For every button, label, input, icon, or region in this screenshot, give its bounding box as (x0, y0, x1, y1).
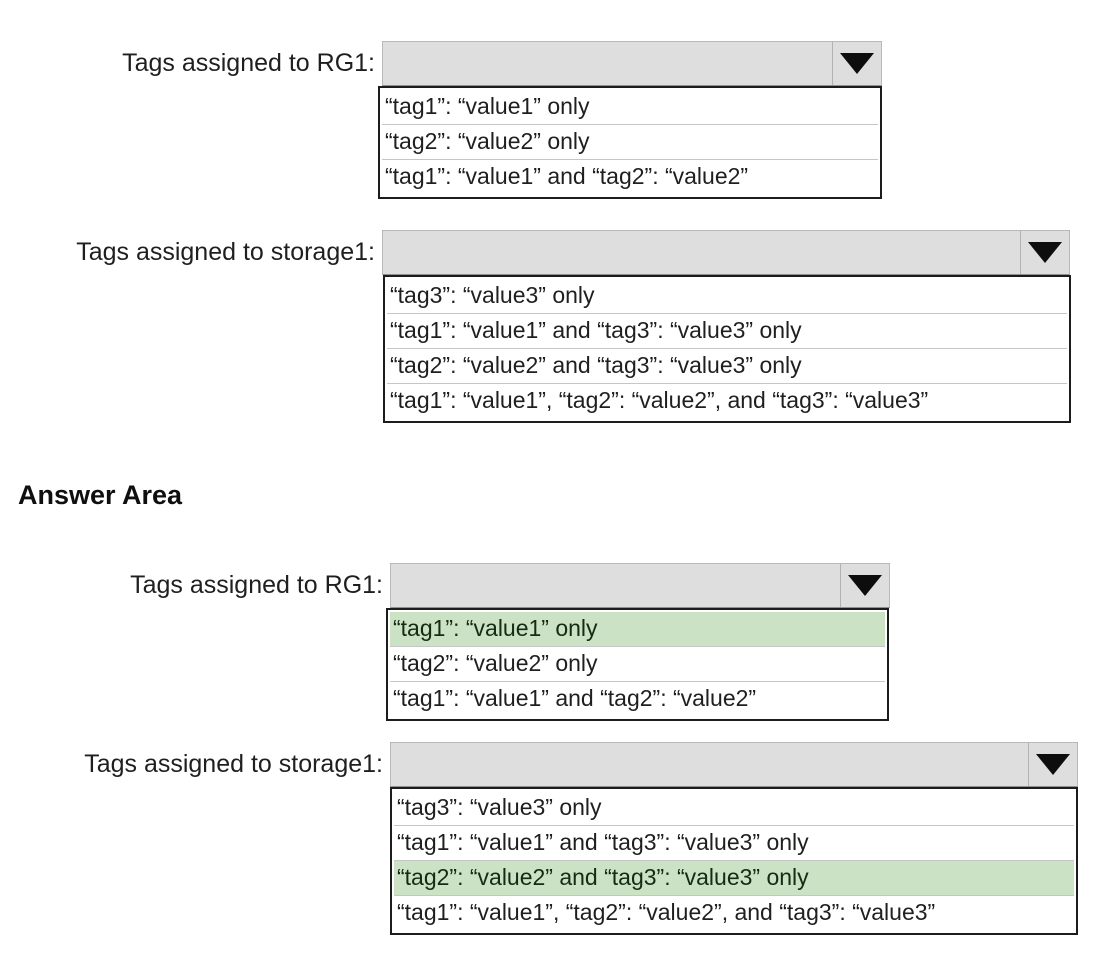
question-field-1-selected-value (383, 42, 832, 85)
answer-field-1-selected-value (391, 564, 840, 607)
question-field-1-combobox[interactable] (382, 41, 882, 86)
chevron-down-icon[interactable] (1028, 743, 1077, 786)
list-item[interactable]: “tag2”: “value2” and “tag3”: “value3” on… (394, 861, 1074, 896)
list-item[interactable]: “tag2”: “value2” only (390, 647, 885, 682)
list-item[interactable]: “tag2”: “value2” and “tag3”: “value3” on… (387, 349, 1067, 384)
chevron-down-glyph (1036, 754, 1070, 775)
chevron-down-glyph (848, 575, 882, 596)
list-item[interactable]: “tag1”: “value1” and “tag2”: “value2” (382, 160, 878, 195)
answer-field-1-label: Tags assigned to RG1: (130, 571, 383, 599)
chevron-down-glyph (1028, 242, 1062, 263)
question-field-2-selected-value (383, 231, 1020, 274)
answer-field-1-option-list[interactable]: “tag1”: “value1” only “tag2”: “value2” o… (386, 608, 889, 721)
question-field-1-label: Tags assigned to RG1: (122, 49, 375, 77)
list-item[interactable]: “tag2”: “value2” only (382, 125, 878, 160)
answer-field-2-option-list[interactable]: “tag3”: “value3” only “tag1”: “value1” a… (390, 787, 1078, 935)
answer-field-2-label: Tags assigned to storage1: (84, 750, 383, 778)
question-field-1-option-list[interactable]: “tag1”: “value1” only “tag2”: “value2” o… (378, 86, 882, 199)
chevron-down-glyph (840, 53, 874, 74)
list-item[interactable]: “tag1”: “value1” only (390, 612, 885, 647)
list-item[interactable]: “tag1”: “value1” only (382, 90, 878, 125)
question-field-2-combobox[interactable] (382, 230, 1070, 275)
list-item[interactable]: “tag1”: “value1” and “tag3”: “value3” on… (394, 826, 1074, 861)
answer-area-heading: Answer Area (18, 480, 183, 510)
chevron-down-icon[interactable] (832, 42, 881, 85)
list-item[interactable]: “tag1”: “value1”, “tag2”: “value2”, and … (394, 896, 1074, 931)
answer-field-2-selected-value (391, 743, 1028, 786)
list-item[interactable]: “tag1”: “value1” and “tag3”: “value3” on… (387, 314, 1067, 349)
list-item[interactable]: “tag1”: “value1” and “tag2”: “value2” (390, 682, 885, 717)
answer-field-2-combobox[interactable] (390, 742, 1078, 787)
question-field-2-option-list[interactable]: “tag3”: “value3” only “tag1”: “value1” a… (383, 275, 1071, 423)
chevron-down-icon[interactable] (840, 564, 889, 607)
answer-field-1-combobox[interactable] (390, 563, 890, 608)
list-item[interactable]: “tag3”: “value3” only (387, 279, 1067, 314)
chevron-down-icon[interactable] (1020, 231, 1069, 274)
list-item[interactable]: “tag1”: “value1”, “tag2”: “value2”, and … (387, 384, 1067, 419)
list-item[interactable]: “tag3”: “value3” only (394, 791, 1074, 826)
question-field-2-label: Tags assigned to storage1: (76, 238, 375, 266)
